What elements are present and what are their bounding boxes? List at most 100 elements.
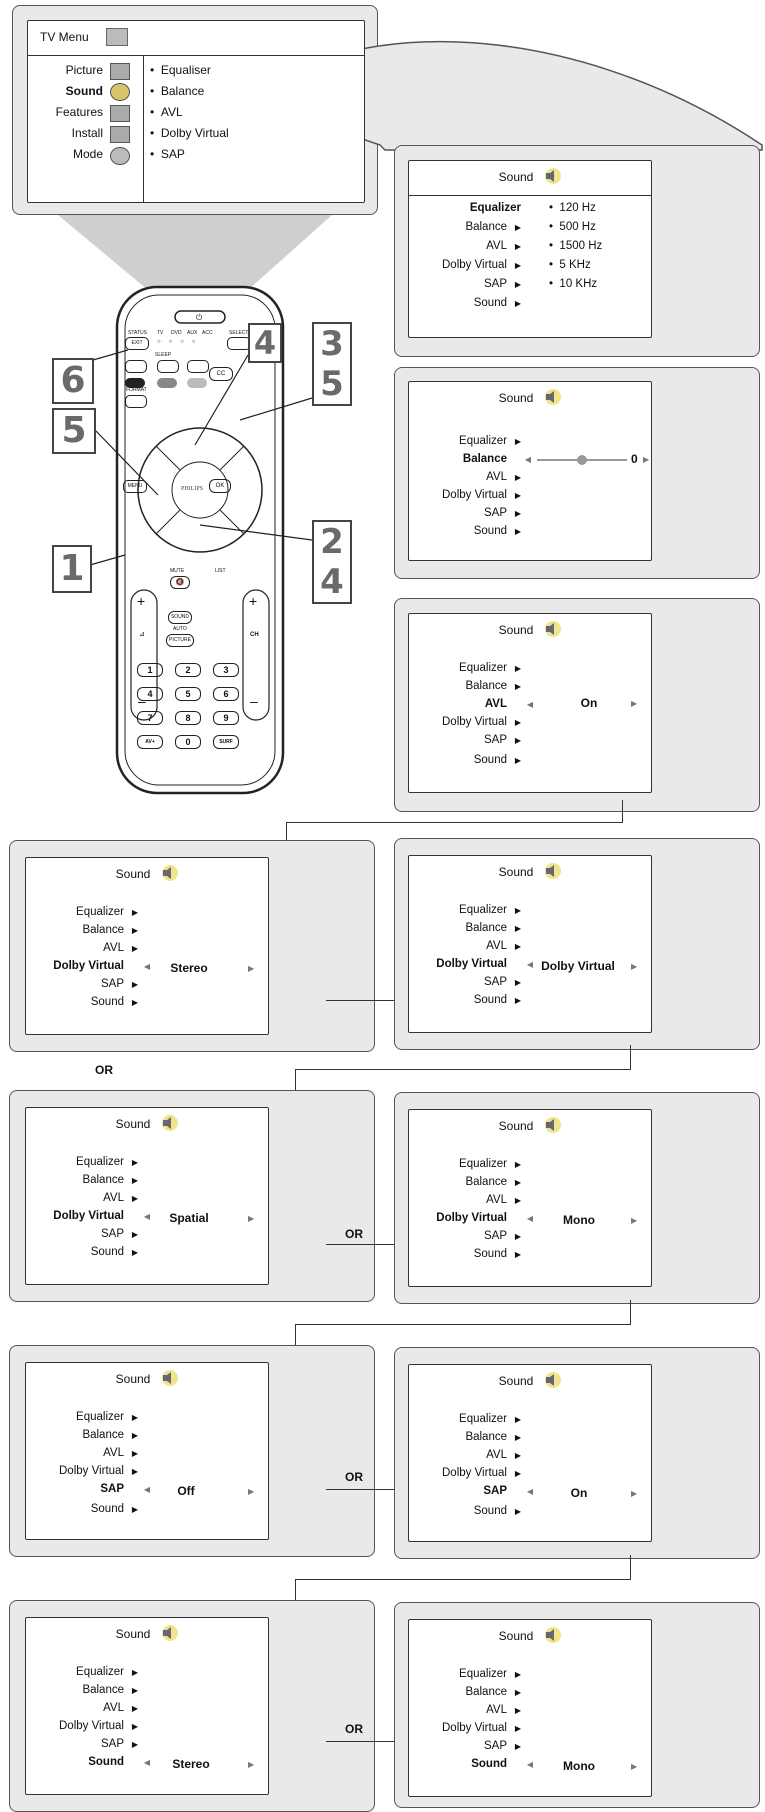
label-avl[interactable]: AVL — [103, 1192, 124, 1204]
bal-label-equalizer[interactable]: Equalizer — [459, 435, 507, 447]
bal-label-dolby-virtual[interactable]: Dolby Virtual — [442, 489, 507, 501]
eq-label-avl[interactable]: AVL — [486, 240, 507, 252]
digit-8[interactable]: 8 — [175, 711, 201, 725]
label-balance[interactable]: Balance — [82, 924, 124, 936]
volume-plus[interactable]: + — [137, 593, 146, 609]
label-equalizer[interactable]: Equalizer — [459, 904, 507, 916]
label-balance[interactable]: Balance — [82, 1429, 124, 1441]
label-sound[interactable]: Sound — [473, 754, 507, 766]
label-dolby-virtual[interactable]: Dolby Virtual — [53, 960, 124, 972]
label-balance[interactable]: Balance — [82, 1174, 124, 1186]
mute-button[interactable]: 🔇 — [170, 576, 190, 589]
bal-label-balance[interactable]: Balance — [462, 453, 507, 465]
digit-4[interactable]: 4 — [137, 687, 163, 701]
label-equalizer[interactable]: Equalizer — [459, 1158, 507, 1170]
label-dolby-virtual[interactable]: Dolby Virtual — [442, 1467, 507, 1479]
band-120hz[interactable]: 120 Hz — [559, 202, 596, 214]
label-equalizer[interactable]: Equalizer — [76, 906, 124, 918]
bal-label-sound[interactable]: Sound — [473, 525, 507, 537]
label-sap[interactable]: SAP — [100, 1228, 124, 1240]
label-sap[interactable]: SAP — [483, 976, 507, 988]
label-balance[interactable]: Balance — [465, 922, 507, 934]
digit-9[interactable]: 9 — [213, 711, 239, 725]
label-sound[interactable]: Sound — [88, 1756, 124, 1768]
label-avl[interactable]: AVL — [103, 1702, 124, 1714]
label-balance[interactable]: Balance — [465, 1176, 507, 1188]
eq-label-equalizer[interactable]: Equalizer — [469, 202, 521, 214]
volume-minus[interactable]: – — [138, 693, 146, 709]
eq-label-sap[interactable]: SAP — [483, 278, 507, 290]
label-avl[interactable]: AVL — [103, 1447, 124, 1459]
tv-menu-item-install[interactable]: Install — [71, 126, 103, 140]
submenu-balance[interactable]: Balance — [160, 84, 205, 98]
tv-menu-item-picture[interactable]: Picture — [65, 63, 103, 77]
tv-menu-item-sound[interactable]: Sound — [65, 84, 103, 98]
tv-menu-item-features[interactable]: Features — [55, 105, 103, 119]
ok-button[interactable]: OK — [209, 479, 231, 493]
av-button[interactable]: AV+ — [137, 735, 163, 749]
label-sound[interactable]: Sound — [90, 1503, 124, 1515]
cc-button[interactable]: CC — [209, 367, 233, 381]
label-equalizer[interactable]: Equalizer — [459, 1413, 507, 1425]
label-sap[interactable]: SAP — [100, 1738, 124, 1750]
submenu-avl[interactable]: AVL — [160, 105, 183, 119]
label-dolby-virtual[interactable]: Dolby Virtual — [59, 1465, 124, 1477]
tv-button[interactable] — [125, 378, 145, 388]
band-10khz[interactable]: 10 KHz — [559, 278, 598, 290]
label-sap[interactable]: SAP — [483, 1485, 507, 1497]
band-500hz[interactable]: 500 Hz — [559, 221, 596, 233]
band-5khz[interactable]: 5 KHz — [559, 259, 591, 271]
label-sap[interactable]: SAP — [483, 1740, 507, 1752]
channel-minus[interactable]: – — [250, 693, 258, 709]
digit-6[interactable]: 6 — [213, 687, 239, 701]
top-button[interactable] — [157, 378, 177, 388]
tv-menu-item-mode[interactable]: Mode — [72, 147, 103, 161]
exit-button[interactable]: EXIT — [125, 337, 149, 350]
digit-0[interactable]: 0 — [175, 735, 201, 749]
top-button[interactable] — [187, 378, 207, 388]
top-button[interactable] — [187, 360, 209, 373]
digit-2[interactable]: 2 — [175, 663, 201, 677]
label-sound[interactable]: Sound — [473, 994, 507, 1006]
label-dolby-virtual[interactable]: Dolby Virtual — [53, 1210, 124, 1222]
power-icon[interactable]: ⏻ — [196, 313, 203, 322]
digit-1[interactable]: 1 — [137, 663, 163, 677]
label-equalizer[interactable]: Equalizer — [459, 662, 507, 674]
label-balance[interactable]: Balance — [82, 1684, 124, 1696]
balance-slider-thumb[interactable] — [577, 455, 587, 465]
label-sound[interactable]: Sound — [471, 1758, 507, 1770]
label-equalizer[interactable]: Equalizer — [76, 1666, 124, 1678]
label-sound[interactable]: Sound — [90, 996, 124, 1008]
label-sound[interactable]: Sound — [473, 1505, 507, 1517]
bal-label-sap[interactable]: SAP — [483, 507, 507, 519]
eq-label-balance[interactable]: Balance — [465, 221, 507, 233]
label-avl[interactable]: AVL — [486, 1194, 507, 1206]
label-equalizer[interactable]: Equalizer — [459, 1668, 507, 1680]
label-dolby-virtual[interactable]: Dolby Virtual — [442, 1722, 507, 1734]
label-balance[interactable]: Balance — [465, 680, 507, 692]
format-button[interactable] — [125, 395, 147, 408]
sound-button[interactable]: SOUND — [168, 611, 192, 624]
label-avl[interactable]: AVL — [486, 1449, 507, 1461]
submenu-dolby-virtual[interactable]: Dolby Virtual — [160, 126, 229, 140]
picture-button[interactable]: PICTURE — [166, 634, 194, 647]
label-sound[interactable]: Sound — [90, 1246, 124, 1258]
band-1500hz[interactable]: 1500 Hz — [559, 240, 603, 252]
digit-3[interactable]: 3 — [213, 663, 239, 677]
label-avl[interactable]: AVL — [103, 942, 124, 954]
submenu-sap[interactable]: SAP — [160, 147, 185, 161]
label-avl[interactable]: AVL — [484, 698, 507, 710]
digit-5[interactable]: 5 — [175, 687, 201, 701]
label-equalizer[interactable]: Equalizer — [76, 1156, 124, 1168]
top-button[interactable] — [157, 360, 179, 373]
menu-button[interactable]: MENU — [123, 480, 147, 493]
label-sap[interactable]: SAP — [100, 1483, 124, 1495]
label-dolby-virtual[interactable]: Dolby Virtual — [436, 1212, 507, 1224]
label-avl[interactable]: AVL — [486, 1704, 507, 1716]
label-dolby-virtual[interactable]: Dolby Virtual — [436, 958, 507, 970]
label-dolby-virtual[interactable]: Dolby Virtual — [59, 1720, 124, 1732]
label-equalizer[interactable]: Equalizer — [76, 1411, 124, 1423]
label-sap[interactable]: SAP — [483, 734, 507, 746]
label-sap[interactable]: SAP — [483, 1230, 507, 1242]
top-button[interactable] — [125, 360, 147, 373]
